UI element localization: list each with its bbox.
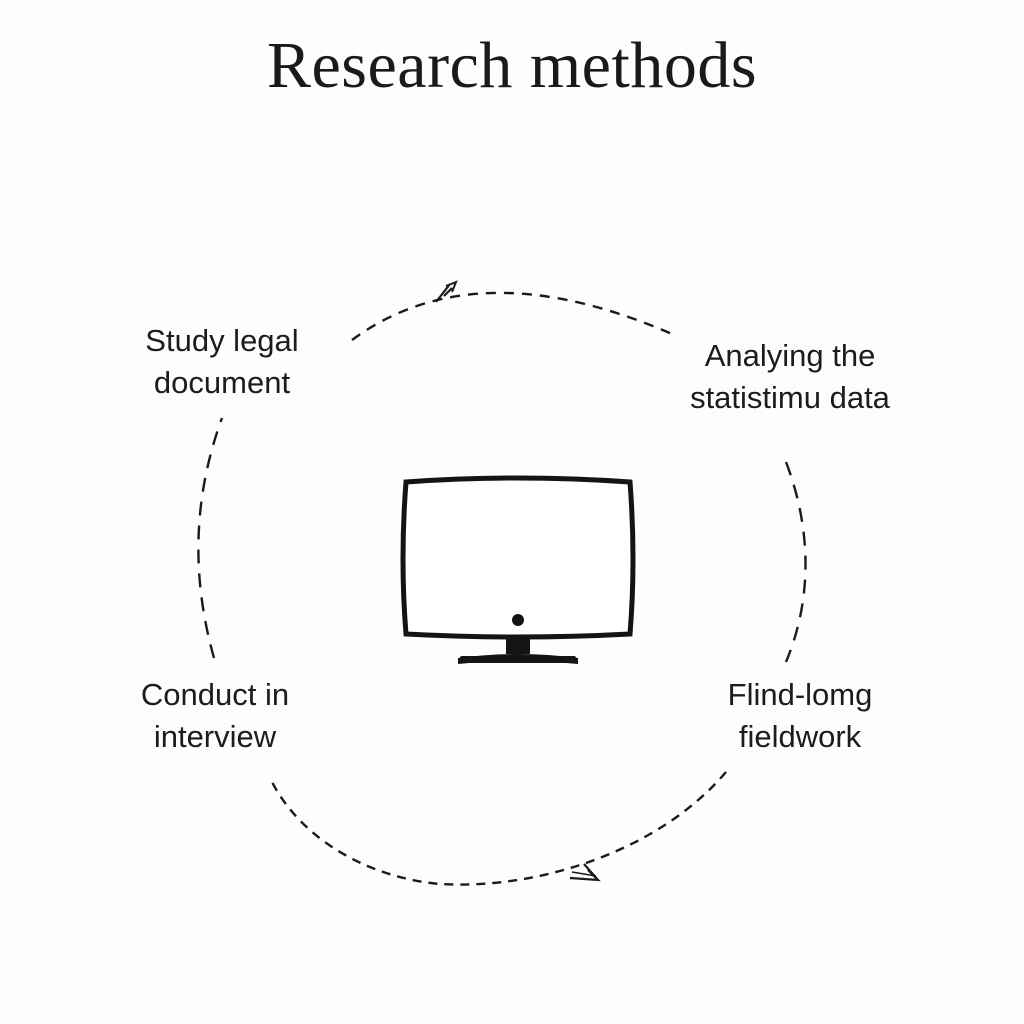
node-flind-lomg-fieldwork: Flind-lomg fieldwork (680, 674, 920, 758)
computer-monitor-icon (400, 475, 636, 664)
node-label-line: Study legal (145, 323, 299, 358)
node-label-line: Flind-lomg (727, 677, 873, 712)
arrowhead-bottom-icon (569, 863, 601, 882)
connector-left (197, 417, 224, 659)
node-label-line: Conduct in (140, 677, 290, 712)
connector-right (784, 461, 807, 663)
node-conduct-in-interview: Conduct in interview (100, 674, 330, 758)
node-label-line: Analying the (704, 338, 876, 373)
node-label-line: interview (153, 719, 277, 754)
node-analying-statistimu-data: Analying the statistimu data (660, 335, 920, 419)
arrowhead-top-icon (435, 280, 458, 303)
node-label-line: document (153, 365, 291, 400)
page-title: Research methods (266, 29, 757, 102)
node-study-legal-document: Study legal document (112, 320, 332, 404)
node-label-line: fieldwork (738, 719, 862, 754)
connector-bottom (268, 771, 727, 886)
node-label-line: statistimu data (690, 380, 890, 415)
connector-top (351, 291, 673, 341)
